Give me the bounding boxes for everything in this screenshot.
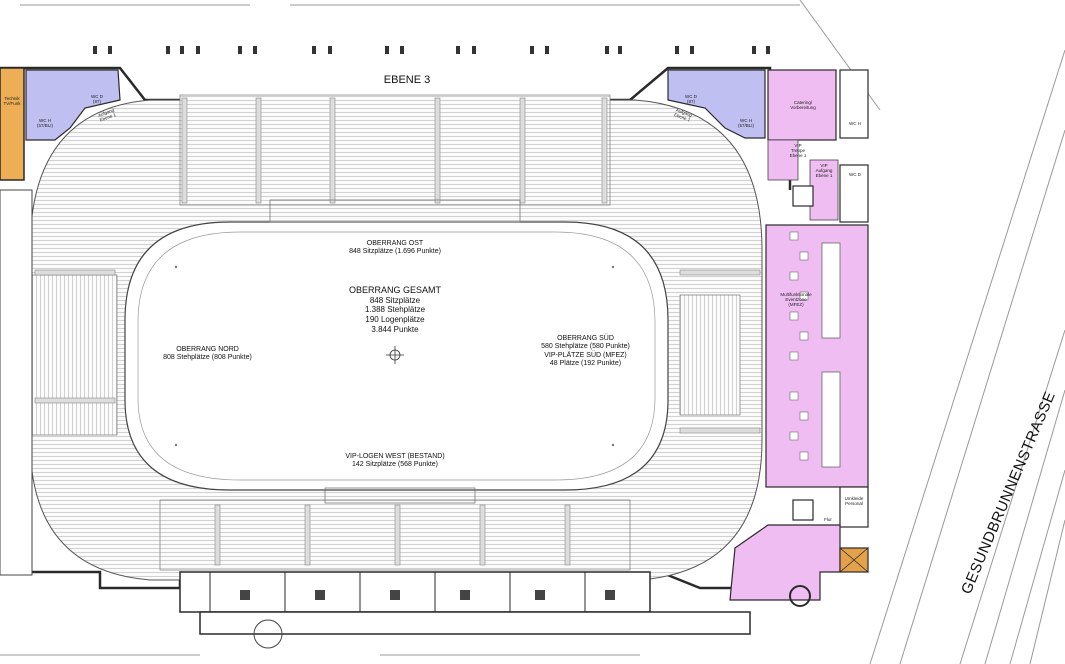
flur-label: Flur [824, 517, 832, 522]
room-label-line: (57/BLI) [737, 123, 754, 129]
stand-dividers [34, 97, 761, 566]
room-label-line: WC H [740, 118, 752, 123]
level-title: EBENE 3 [383, 74, 431, 86]
wc-h-left-label: WC H (57/BLI) [32, 118, 58, 128]
wc-h-small-label: WC H [849, 121, 861, 126]
stand-west-label: VIP-LOGEN WEST (BESTAND) 142 Sitzplätze … [325, 453, 465, 470]
stand-sued-vip-title: VIP-PLÄTZE SÜD (MFEZ) [544, 351, 627, 359]
umkleide-room [839, 486, 869, 528]
room-label-line: (57/BLI) [36, 123, 53, 129]
room-label-line: TV/Funk [3, 101, 21, 107]
room-label-line: WC D [91, 94, 103, 99]
total-label: OBERRANG GESAMT 848 Sitzplätze 1.388 Ste… [325, 285, 465, 334]
wc-h-right-label: WC H (57/BLI) [733, 118, 759, 128]
room-label-line: (87) [686, 99, 695, 105]
wc-h-small [839, 69, 869, 139]
center-mark [386, 346, 404, 364]
room-label-line: Aufgang [815, 168, 833, 174]
mfez-label: Multifunktionale Eventzone (MFEZ) [776, 292, 816, 308]
stand-ost-title: OBERRANG OST [366, 240, 424, 247]
room-label-line: Multifunktionale [780, 292, 812, 297]
wc-d-left-label: WC D (87) [86, 94, 108, 104]
wc-block-left [25, 69, 121, 141]
total-title: OBERRANG GESAMT [348, 285, 441, 295]
stand-sued-detail: 580 Stehplätze (580 Punkte) [541, 343, 630, 351]
vip-treppe [767, 139, 799, 181]
stand-nord-title: OBERRANG NORD [176, 346, 239, 353]
room-label-line: VIP [820, 163, 828, 168]
wc-d-small-label: WC D [849, 172, 861, 177]
wc-block-right [667, 69, 766, 139]
stand-west-detail: 142 Sitzplätze (568 Punkte) [352, 461, 438, 469]
mfez-zone [765, 224, 869, 488]
room-label-line: Technik [4, 96, 20, 101]
stand-sued-vip-detail: 48 Plätze (192 Punkte) [549, 360, 622, 368]
catering-label: Catering/ Vorbereitung [778, 100, 828, 110]
stand-sued-label: OBERRANG SÜD 580 Stehplätze (580 Punkte)… [528, 335, 643, 369]
stand-nord-label: OBERRANG NORD 808 Stehplätze (808 Punkte… [150, 346, 265, 363]
catering-room [767, 69, 837, 141]
stand-ost-label: OBERRANG OST 848 Sitzplätze (1.696 Punkt… [325, 240, 465, 257]
stand-west-title: VIP-LOGEN WEST (BESTAND) [345, 453, 445, 460]
total-line: 848 Sitzplätze [369, 295, 421, 305]
room-label-line: WC H [39, 118, 51, 123]
vip-aufgang-label: VIP Aufgang Ebene 1 [812, 163, 836, 179]
vip-aufgang [809, 159, 839, 221]
total-line: 1.388 Stehplätze [364, 305, 426, 315]
room-label-line: Treppe [790, 148, 806, 154]
technik-room [0, 67, 25, 181]
room-label-line: Umkleide [844, 496, 864, 501]
wc-d-right-label: WC D (87) [680, 94, 702, 104]
room-label-line: (MFEZ) [788, 302, 804, 308]
room-label-line: WC D [685, 94, 697, 99]
west-boxes [179, 571, 651, 613]
room-label-line: Eventzone [785, 297, 807, 303]
mfez-tables [789, 231, 809, 461]
wc-d-small [839, 164, 869, 223]
room-label-line: Ebene 1 [789, 153, 807, 159]
total-line: 190 Logenplätze [365, 314, 425, 324]
stand-ost-rows [179, 94, 611, 206]
room-label-line: (87) [92, 99, 101, 105]
stand-sued-rows [679, 294, 741, 416]
total-line: 3.844 Punkte [371, 324, 419, 334]
pitch-area [124, 221, 669, 491]
technik-label: Technik TV/Funk [1, 96, 23, 106]
umkleide-label: Umkleide Personal [840, 496, 868, 506]
room-label-line: Vorbereitung [790, 105, 816, 111]
room-label-line: VIP [794, 143, 802, 148]
room-label-line: Ebene 1 [815, 173, 833, 179]
room-label-line: Catering/ [793, 100, 813, 105]
stand-sued-title: OBERRANG SÜD [557, 335, 614, 342]
stand-nord-detail: 808 Stehplätze (808 Punkte) [163, 354, 252, 362]
room-label-line: Personal [845, 501, 863, 507]
stand-ost-detail: 848 Sitzplätze (1.696 Punkte) [349, 248, 441, 256]
west-box-dividers [209, 572, 586, 612]
roof-markers [93, 46, 770, 54]
stand-nord-rows [31, 274, 118, 436]
vip-treppe-label: VIP Treppe Ebene 1 [786, 143, 810, 159]
pink-corridor [729, 524, 841, 601]
